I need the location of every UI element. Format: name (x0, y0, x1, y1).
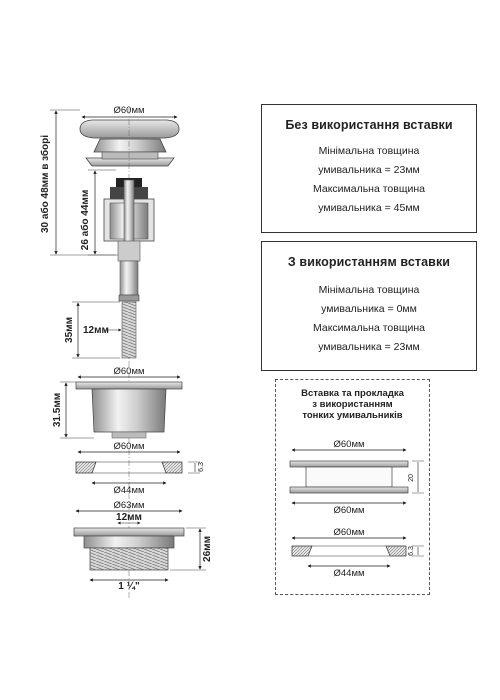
drain-body: Ø63мм 12мм 1 ¼" 26мм (73, 500, 213, 592)
drain-cup: Ø60мм (75, 366, 183, 439)
thread-height-label: 35мм (64, 317, 75, 343)
mech-height-label: 26 або 44мм (79, 190, 91, 250)
cup-height-label: 31.5мм (52, 393, 63, 427)
total-height-label: 30 або 48мм в зборі (39, 135, 51, 233)
info-line: умивальника = 45мм (318, 202, 420, 214)
insert-bottom-diameter-label: Ø60мм (333, 505, 364, 516)
spring-mechanism (103, 178, 155, 302)
cup-bottom-diameter-label: Ø60мм (113, 441, 144, 452)
gasket-height-label: 6.3 (198, 462, 205, 472)
info-line: Мінімальна товщина (318, 284, 420, 296)
info-line: Максимальна товщина (313, 322, 425, 334)
gasket-left: Ø60мм Ø44мм 6.3 (75, 441, 205, 496)
insert-gasket-diameter-label: Ø60мм (333, 527, 364, 538)
insert-kit-box: Вставка та прокладка з використанням тон… (275, 379, 430, 595)
info-box-with-insert-title: З використанням вставки (287, 255, 451, 269)
insert-gasket-drawing: Ø60мм 6.3 Ø44мм (291, 527, 424, 579)
threaded-stud (121, 301, 137, 359)
body-bore-label: 12мм (116, 512, 142, 523)
cup-diameter-label: Ø60мм (113, 366, 144, 377)
insert-gasket-height-label: 6.3 (408, 546, 415, 556)
insert-kit-title: Вставка та прокладка з використанням тон… (276, 388, 429, 421)
info-line: умивальника = 23мм (318, 341, 420, 353)
info-box-with-insert: З використанням вставки Мінімальна товщи… (261, 241, 477, 371)
info-line: умивальника = 0мм (321, 303, 417, 315)
body-height-label: 26мм (202, 536, 213, 562)
info-box-no-insert: Без використання вставки Мінімальна товщ… (261, 104, 477, 233)
info-box-no-insert-title: Без використання вставки (285, 118, 453, 132)
insert-top-diameter-label: Ø60мм (333, 439, 364, 450)
thread-diameter-label: 12мм (83, 325, 109, 336)
insert-height-label: 20 (408, 474, 415, 482)
insert-kit-title-line: Вставка та прокладка (301, 388, 404, 399)
info-line: Мінімальна товщина (318, 145, 420, 157)
insert-kit-title-line: з використанням (312, 399, 393, 410)
info-line: умивальника = 23мм (318, 164, 420, 176)
body-thread-label: 1 ¼" (118, 581, 140, 592)
gasket-inner-label: Ø44мм (113, 485, 144, 496)
insert-drawing: Ø60мм 20 Ø60мм (289, 439, 424, 516)
body-diameter-label: Ø63мм (113, 500, 144, 511)
insert-gasket-inner-label: Ø44мм (333, 568, 364, 579)
insert-kit-title-line: тонких умивальників (302, 410, 403, 421)
info-line: Максимальна товщина (313, 183, 425, 195)
pop-up-cap: Ø60мм (79, 105, 180, 167)
